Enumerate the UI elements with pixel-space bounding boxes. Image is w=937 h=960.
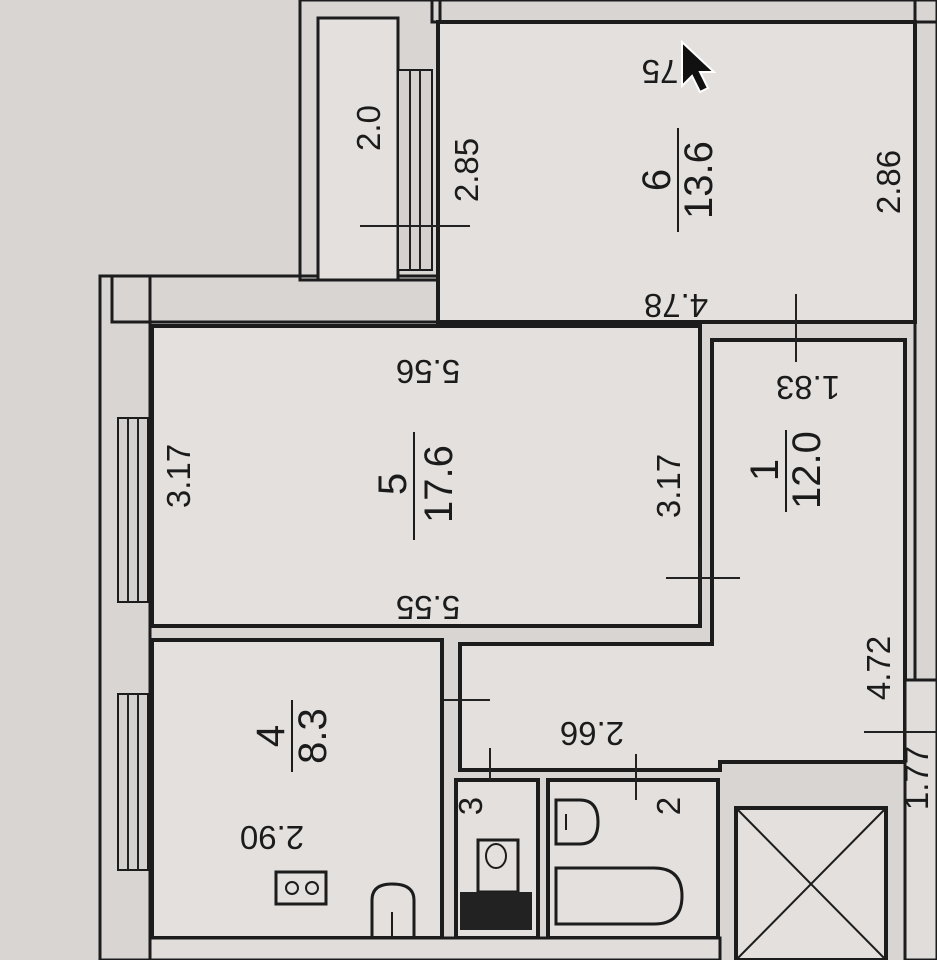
room-3-number: 3 [452,797,489,815]
window-left-2 [117,693,149,871]
room-4-bottom-dim: 2.90 [240,819,304,856]
bottom-wall [148,936,722,960]
room-5-area: 17.6 [417,445,461,523]
balcony-width: 2.0 [350,105,387,151]
edge-right-dim: 1.77 [898,746,935,810]
room-6-area: 13.6 [677,141,721,219]
room-5 [150,324,702,628]
stove-icon [274,870,328,906]
room-5-number: 5 [371,473,415,495]
room-1-right-dim: 4.72 [860,636,897,700]
room-4 [150,638,444,940]
room-5-right-dim: 3.17 [650,454,687,518]
room-2-top-dim: 2.66 [560,715,624,752]
balcony-window [397,69,433,271]
room-6-number: 6 [635,169,679,191]
room-6-bottom-dim: 4.78 [644,287,708,324]
room-2-number: 2 [650,797,687,815]
room-1-top-dim: 1.83 [776,369,840,406]
balcony [316,16,400,282]
shaft [734,806,888,960]
window-left-1 [117,417,149,603]
room-2 [546,778,720,940]
cursor-arrow-icon [681,39,717,94]
toilet-icon [460,838,532,930]
room-1 [458,338,907,772]
washbasin-icon [554,798,600,846]
room-5-top-dim: 5.56 [396,353,460,390]
bathtub-icon [554,866,684,926]
room-1-number: 1 [743,459,787,481]
room-1-area: 12.0 [785,431,829,509]
room-4-area: 8.3 [291,708,335,764]
room-6 [436,20,917,324]
room-6-top-dim: 75 [642,53,679,90]
right-strip [903,678,937,960]
room-4-number: 4 [249,725,293,747]
room-5-bottom-dim: 5.55 [396,589,460,626]
sink-icon [370,882,416,938]
room-6-left-dim: 2.85 [448,138,485,202]
room-5-left-dim: 3.17 [160,444,197,508]
room-6-right-dim: 2.86 [870,150,907,214]
